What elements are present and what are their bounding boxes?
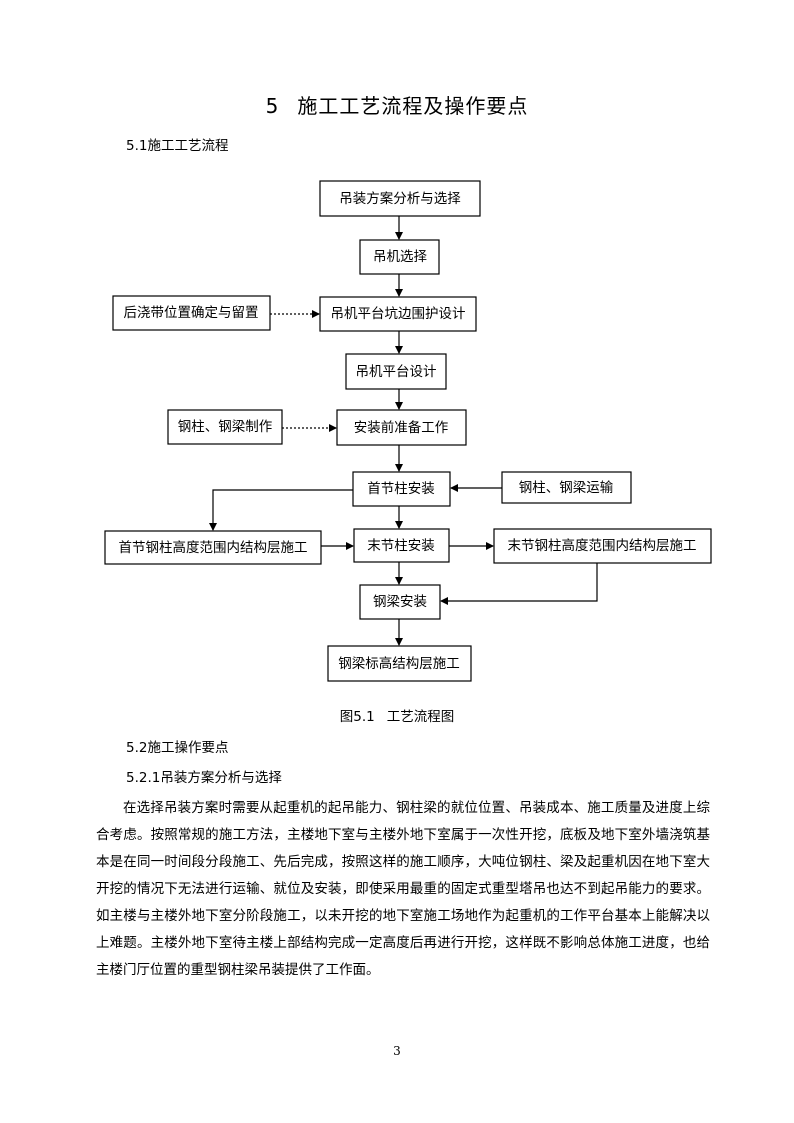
flow-box-last-structure — [493, 528, 712, 564]
flow-box-preparation — [336, 409, 467, 446]
arrow-8-10 — [209, 489, 353, 531]
flow-label-preparation: 安装前准备工作 — [354, 419, 449, 436]
flow-box-crane-selection — [359, 239, 440, 275]
flow-box-first-column — [352, 471, 451, 507]
flow-box-pit-retaining-design — [319, 296, 477, 332]
flow-label-transport: 钢柱、钢梁运输 — [519, 480, 614, 496]
section-heading-5-2-1: 5.2.1吊装方案分析与选择 — [126, 770, 282, 786]
flow-label-first-structure: 首节钢柱高度范围内结构层施工 — [119, 539, 308, 556]
chapter-number: 5 — [265, 94, 280, 118]
flow-label-beam-structure: 钢梁标高结构层施工 — [338, 655, 460, 672]
chapter-title: 施工工艺流程及操作要点 — [297, 94, 529, 118]
flow-label-pit-retaining-design: 吊机平台坑边围护设计 — [331, 306, 466, 322]
flow-box-platform-design — [345, 353, 447, 390]
flow-box-last-column — [353, 528, 450, 563]
flow-box-fabrication — [167, 409, 283, 445]
flow-label-last-structure: 末节钢柱高度范围内结构层施工 — [508, 537, 697, 554]
flow-box-transport — [501, 471, 632, 504]
page-title: 5 施工工艺流程及操作要点 — [0, 90, 794, 119]
section-heading-5-1: 5.1施工工艺流程 — [126, 138, 229, 154]
section-heading-5-2: 5.2施工操作要点 — [126, 740, 229, 756]
figure-caption: 图5.1 工艺流程图 — [0, 705, 794, 725]
flow-label-post-pour-strip: 后浇带位置确定与留置 — [124, 305, 259, 321]
arrow-12-13 — [440, 563, 598, 605]
flow-label-crane-selection: 吊机选择 — [373, 249, 427, 265]
figure-label: 图5.1 — [339, 709, 375, 725]
figure-title: 工艺流程图 — [386, 709, 455, 725]
flow-box-beam-install — [359, 584, 441, 620]
flow-label-last-column: 末节柱安装 — [367, 538, 435, 554]
flow-label-fabrication: 钢柱、钢梁制作 — [178, 419, 273, 435]
flow-box-beam-structure — [327, 645, 472, 682]
flow-label-platform-design: 吊机平台设计 — [356, 364, 437, 380]
flow-label-first-column: 首节柱安装 — [367, 481, 435, 497]
flow-box-post-pour-strip — [112, 295, 271, 331]
body-text: 在选择吊装方案时需要从起重机的起吊能力、钢柱梁的就位位置、吊装成本、施工质量及进… — [96, 795, 710, 984]
process-flowchart: 吊装方案分析与选择 吊机选择 后浇带位置确定与留置 吊机平台坑边围护设计 吊机平… — [104, 180, 712, 682]
flow-box-scheme-analysis — [319, 180, 481, 217]
body-paragraph: 在选择吊装方案时需要从起重机的起吊能力、钢柱梁的就位位置、吊装成本、施工质量及进… — [96, 800, 710, 978]
flow-label-scheme-analysis: 吊装方案分析与选择 — [339, 190, 461, 207]
flow-label-beam-install: 钢梁安装 — [373, 594, 427, 610]
page-number: 3 — [393, 1044, 401, 1058]
flow-box-first-structure — [104, 530, 322, 565]
